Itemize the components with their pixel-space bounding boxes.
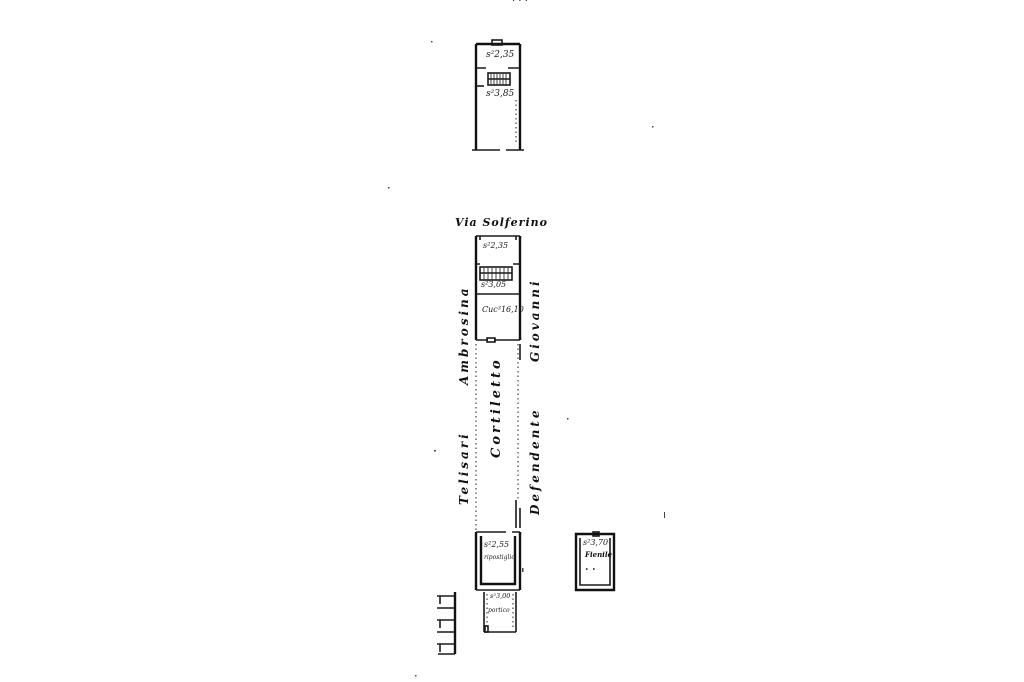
- right-neighbour-label-1: Giovanni: [528, 278, 542, 362]
- courtyard-passage: [515, 500, 521, 528]
- detached-barn-plan: s²3,70 Fienile: [574, 531, 616, 592]
- upper-floor-room-1-label: s²2,35: [486, 50, 515, 60]
- barn-outer-walls: [574, 532, 616, 592]
- ground-staircase-icon: [479, 266, 513, 281]
- upper-floor-outer-walls: [474, 42, 522, 150]
- right-neighbour-label-2: Defendente: [528, 408, 542, 517]
- side-detail-rungs: [437, 595, 455, 645]
- rear-room-2-use: portico: [488, 607, 510, 614]
- portico-side-walls: [483, 592, 517, 632]
- upper-floor-chimney: [491, 39, 503, 46]
- ground-floor-plan: s²2,35 s²3,05 Cuc³16,10 Cortiletto s²2,5…: [474, 235, 524, 633]
- ground-front-side-walls: [474, 236, 522, 340]
- rear-room-inner-wall: [479, 536, 517, 586]
- ground-room-1-label: s²2,35: [483, 241, 508, 250]
- barn-use-label: Fienile: [584, 550, 612, 559]
- top-header-text: · · ·: [512, 0, 528, 7]
- barn-door: [592, 531, 600, 537]
- portico-dotted-lines: [486, 594, 514, 630]
- upper-floor-staircase-icon: [487, 72, 511, 86]
- barn-room-label: s²3,70: [583, 538, 608, 547]
- street-label: Via Solferino: [455, 216, 548, 229]
- left-neighbour-label-2: Telisari: [457, 431, 471, 505]
- ground-front-pillars: [479, 236, 517, 240]
- ground-room-2-label: s²3,05: [481, 280, 506, 289]
- rear-room-side-walls: [474, 532, 522, 590]
- upper-floor-plan: s²2,35 s²3,85: [472, 39, 524, 151]
- scan-specks: [388, 41, 665, 677]
- courtyard-label: Cortiletto: [489, 357, 504, 458]
- barn-inner-walls: [579, 538, 611, 586]
- rear-room-mark: [522, 568, 524, 572]
- barn-mark-2: [593, 568, 595, 570]
- rear-room-1-label: s²2,55: [484, 540, 509, 549]
- upper-floor-room-2-label: s²3,85: [486, 89, 515, 99]
- ground-rear-door: [486, 337, 496, 343]
- rear-room-2-label: s²3,00: [490, 592, 510, 600]
- rear-room-1-use: ripostiglio: [484, 554, 515, 561]
- side-detail-element: [437, 592, 457, 655]
- ground-room-3-label: Cuc³16,10: [482, 305, 524, 314]
- barn-mark-1: [586, 568, 588, 570]
- left-neighbour-label-1: Ambrosina: [457, 285, 471, 386]
- portico-pillar: [484, 625, 489, 633]
